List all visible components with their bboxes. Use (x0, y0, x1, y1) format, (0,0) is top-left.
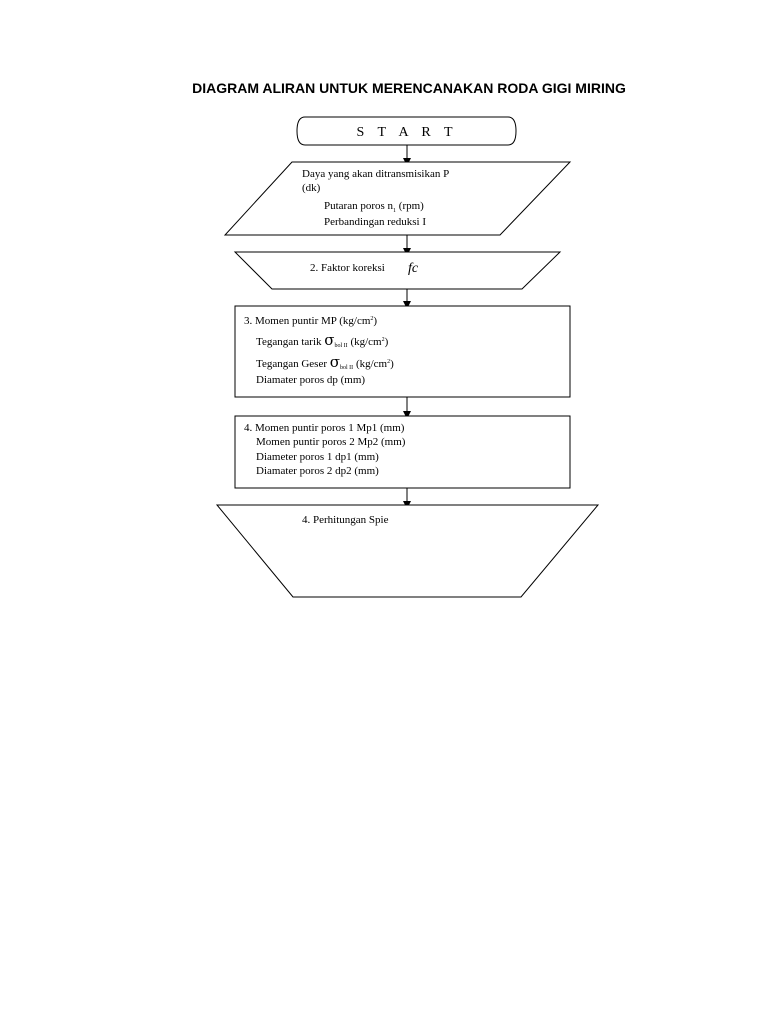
start-label: S T A R T (356, 125, 457, 140)
diagram-title: DIAGRAM ALIRAN UNTUK MERENCANAKAN RODA G… (192, 80, 626, 96)
input-rpm-label: Putaran poros n1 (rpm) (324, 200, 424, 214)
input-ratio-label: Perbandingan reduksi I (324, 216, 426, 228)
shaft2-torque-label: Momen puntir poros 2 Mp2 (mm) (256, 436, 406, 448)
torque-process-box: 3. Momen puntir MP (kg/cm2) Tegangan tar… (234, 305, 571, 398)
key-calculation-label: 4. Perhitungan Spie (302, 514, 389, 526)
input-power-unit: (dk) (302, 182, 321, 194)
shaft2-diameter-label: Diamater poros 2 dp2 (mm) (256, 465, 379, 477)
correction-factor-trapezoid: 2. Faktor koreksi fc (233, 251, 562, 290)
shafts-process-box: 4. Momen puntir poros 1 Mp1 (mm) Momen p… (234, 415, 571, 489)
torque-mp-label: 3. Momen puntir MP (kg/cm2) (244, 315, 377, 327)
shear-stress-label: Tegangan Geser σbol II (kg/cm2) (256, 353, 394, 371)
shaft1-torque-label: 4. Momen puntir poros 1 Mp1 (mm) (244, 422, 405, 434)
correction-factor-symbol: fc (408, 261, 419, 276)
tensile-stress-label: Tegangan tarik σbol II (kg/cm2) (256, 331, 389, 349)
input-power-label: Daya yang akan ditransmisikan P (302, 168, 449, 180)
key-calculation-trapezoid: 4. Perhitungan Spie (215, 504, 600, 598)
shaft1-diameter-label: Diameter poros 1 dp1 (mm) (256, 451, 379, 463)
shaft-diameter-label: Diamater poros dp (mm) (256, 374, 365, 386)
input-parallelogram: Daya yang akan ditransmisikan P (dk) Put… (223, 161, 572, 236)
correction-factor-label: 2. Faktor koreksi (310, 262, 385, 274)
start-terminator: S T A R T (296, 116, 517, 146)
